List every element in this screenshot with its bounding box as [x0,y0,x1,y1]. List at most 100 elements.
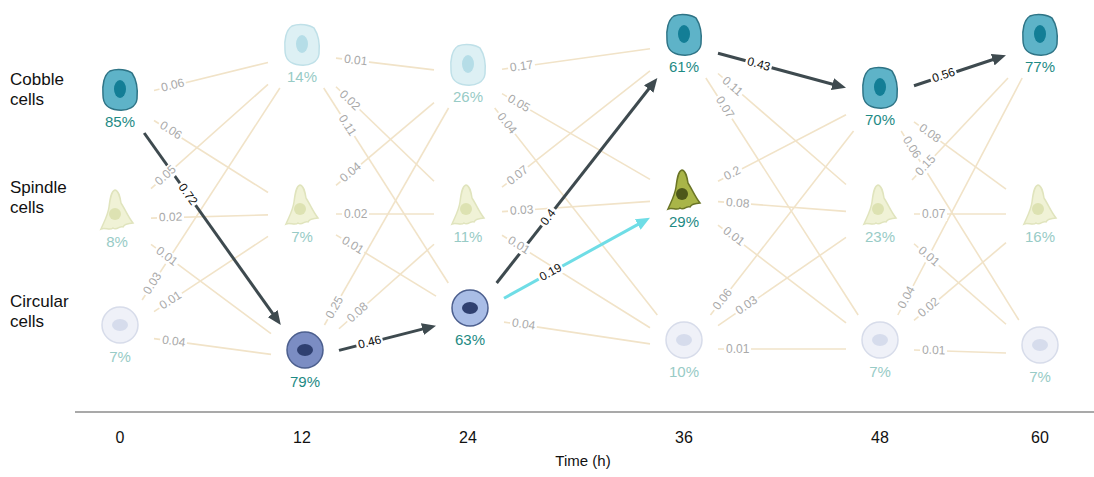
cell-state-node: 7% [270,182,334,246]
transition-probability: 0.08 [343,298,372,326]
cell-icon [858,65,902,111]
cell-nucleus [296,35,308,53]
cell-nucleus [462,302,478,314]
cell-state-node: 16% [1008,182,1072,246]
cell-icon [858,182,902,228]
transition-probability: 0.04 [336,159,365,187]
transition-probability: 0.56 [928,66,958,87]
cell-icon [280,22,324,68]
cell-body [101,190,133,229]
cell-icon [662,12,706,58]
transition-probability: 0.19 [536,260,566,285]
transition-arrow [914,58,998,86]
transition-probability: 0.02 [914,294,943,322]
cell-nucleus [297,344,313,356]
cell-body [102,307,138,343]
cell-state-node: 85% [88,67,152,131]
transition-arrow [324,108,448,325]
percentage-label: 77% [1008,58,1072,76]
transition-probability: 0.04 [159,333,188,350]
transition-arrow [718,73,846,184]
cell-state-node: 7% [88,302,152,366]
cell-icon [448,285,492,331]
transition-probability: 0.02 [342,208,369,221]
cell-nucleus [678,25,690,43]
time-tick: 0 [116,428,125,447]
cell-body [863,68,898,109]
transition-arrow [339,328,428,351]
time-tick: 36 [675,428,693,447]
transition-probability: 0.01 [152,243,182,270]
transition-probability: 0.25 [322,293,347,323]
cell-nucleus [114,80,126,98]
cell-body [287,332,323,368]
time-tick: 24 [459,428,477,447]
cell-icon [662,317,706,363]
cell-body [452,290,488,326]
cell-nucleus [109,208,121,220]
transition-probability: 0.11 [335,111,360,140]
cell-nucleus [460,203,472,215]
percentage-label: 85% [88,113,152,131]
cell-icon [662,167,706,213]
transition-arrow [504,222,643,299]
cell-body [668,170,700,209]
cell-nucleus [462,55,474,73]
transition-arrow [151,84,268,188]
percentage-label: 63% [438,331,502,349]
cell-icon [98,67,142,113]
cell-body [862,322,898,358]
time-tick: 48 [871,428,889,447]
row-label: Cobble cells [10,70,90,110]
transition-probability: 0.05 [504,91,534,116]
transition-probability: 0.06 [899,133,924,163]
cell-body [666,322,702,358]
transition-probability: 0.43 [744,54,774,74]
transition-probability: 0.03 [508,203,536,218]
transition-arrow [898,78,1022,315]
transition-probability: 0.06 [709,285,736,315]
cell-state-node: 23% [848,182,912,246]
transition-arrow [144,133,276,318]
transition-probability: 0.01 [155,288,185,314]
transition-arrow [497,84,653,283]
percentage-label: 7% [848,363,912,381]
cell-state-node: 26% [436,42,500,106]
transition-arrow [901,131,1019,320]
transition-probability: 0.04 [509,317,538,334]
transition-probability: 0.08 [723,196,751,211]
cell-state-node: 10% [652,317,716,381]
cell-nucleus [676,188,688,200]
cell-icon [446,182,490,228]
percentage-label: 79% [273,373,337,391]
cell-nucleus [294,203,306,215]
cell-body [451,45,486,86]
transition-probability: 0.02 [157,211,185,225]
time-axis [75,411,1094,412]
percentage-label: 70% [848,111,912,129]
cell-nucleus [1034,25,1046,43]
transition-probability: 0.07 [503,161,533,188]
cell-nucleus [874,78,886,96]
cell-nucleus [872,334,888,346]
percentage-label: 7% [270,228,334,246]
cell-icon [1018,12,1062,58]
transition-arrow [339,244,434,329]
cell-state-node: 7% [1008,322,1072,386]
cell-state-node: 8% [85,187,149,251]
transition-probability: 0.08 [915,120,945,147]
transition-probability: 0.2 [720,163,744,184]
cell-nucleus [1032,339,1048,351]
percentage-label: 29% [652,213,716,231]
cell-body [1024,185,1056,224]
cell-state-node: 70% [848,65,912,129]
cell-icon [858,317,902,363]
cell-body [864,185,896,224]
cell-icon [98,302,142,348]
transition-probability: 0.01 [920,344,948,358]
cell-icon [280,182,324,228]
transition-probability: 0.04 [493,109,520,139]
percentage-label: 26% [436,88,500,106]
cell-state-node: 61% [652,12,716,76]
axis-title: Time (h) [555,452,610,470]
